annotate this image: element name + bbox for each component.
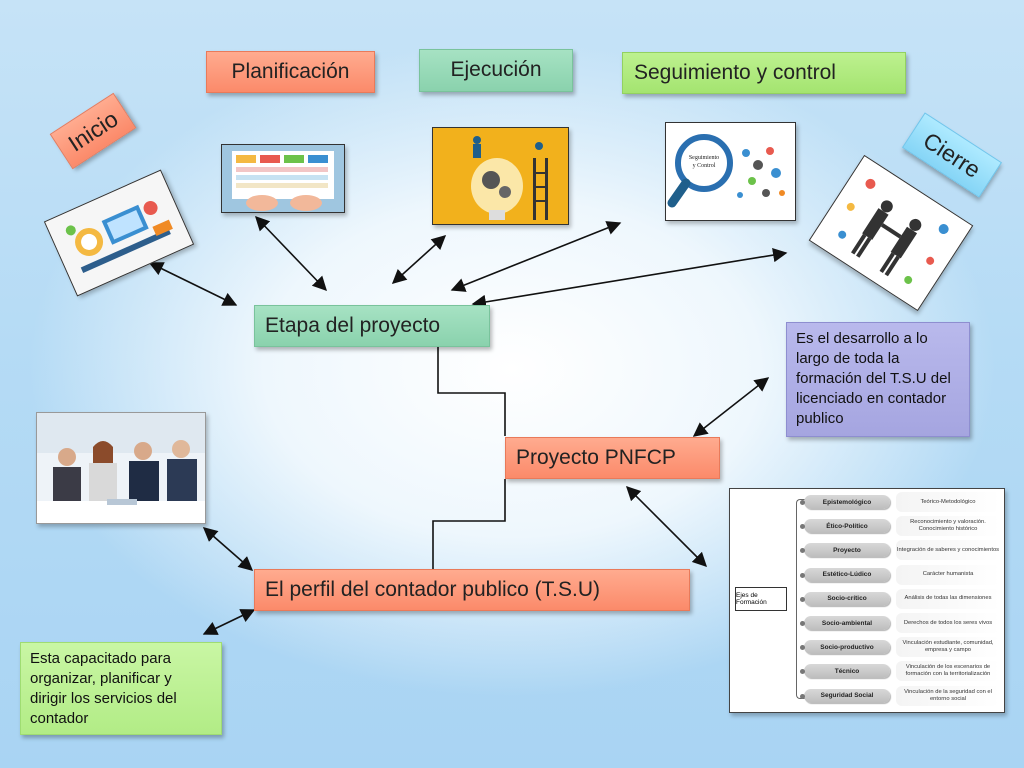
arrow-perfil-nota: [202, 609, 256, 635]
planificacion-label: Planificación: [206, 51, 375, 93]
ejecucion-label: Ejecución: [419, 49, 573, 92]
perfil-contador-node: El perfil del contador publico (T.S.U): [254, 569, 690, 611]
eje-label: Socio-ambiental: [804, 616, 890, 630]
svg-text:y Control: y Control: [693, 163, 716, 169]
arrow-foto-perfil: [202, 527, 254, 571]
eje-label: Proyecto: [804, 543, 890, 558]
connector-proyecto-perfil: [432, 479, 506, 569]
eje-connector-dot: [800, 693, 805, 699]
ejes-formacion-diagram: Ejes de Formación Epistemológico Teórico-…: [729, 488, 1005, 713]
eje-description: Carácter humanista: [896, 564, 1000, 585]
arrow-planificacion-etapa: [255, 215, 327, 292]
eje-description: Análisis de todas las dimensiones: [896, 588, 1000, 609]
eje-label: Ético-Político: [804, 519, 890, 534]
inicio-image: [43, 169, 195, 297]
ejes-root-box: Ejes de Formación: [735, 587, 787, 611]
seguimiento-label: Seguimiento y control: [622, 52, 906, 94]
arrow-seguimiento-etapa: [450, 221, 622, 292]
planificacion-image: [221, 144, 345, 213]
arrow-inicio-etapa: [148, 262, 238, 306]
eje-description: Teórico-Metodológico: [896, 492, 1000, 512]
eje-description: Vinculación de la seguridad con el entor…: [896, 685, 1000, 706]
eje-connector-dot: [800, 572, 805, 578]
svg-text:Seguimiento: Seguimiento: [689, 155, 719, 161]
eje-connector-dot: [800, 524, 805, 530]
arrow-cierre-etapa: [471, 247, 788, 310]
eje-label: Técnico: [804, 664, 890, 679]
capacitado-note: Esta capacitado para organizar, planific…: [20, 642, 222, 735]
connector-etapa-proyecto: [437, 347, 506, 436]
eje-description: Reconocimiento y valoración. Conocimient…: [896, 516, 1000, 537]
eje-connector-dot: [800, 596, 805, 602]
arrow-proyecto-ejes: [625, 485, 708, 568]
eje-label: Socio-productivo: [804, 640, 890, 655]
eje-connector-dot: [800, 669, 805, 675]
eje-connector-dot: [800, 621, 805, 626]
eje-description: Vinculación estudiante, comunidad, empre…: [896, 637, 1000, 658]
etapa-del-proyecto-node: Etapa del proyecto: [254, 305, 490, 347]
eje-connector-dot: [800, 548, 805, 554]
eje-label: Seguridad Social: [804, 688, 890, 703]
eje-description: Derechos de todos los seres vivos: [896, 613, 1000, 633]
eje-description: Vinculación de los escenarios de formaci…: [896, 661, 1000, 682]
arrow-ejecucion-etapa: [391, 235, 447, 284]
eje-connector-dot: [800, 500, 805, 505]
meeting-photo: [36, 412, 206, 524]
eje-description: Integración de saberes y conocimientos: [896, 540, 1000, 561]
eje-label: Socio-crítico: [804, 591, 890, 606]
eje-label: Epistemológico: [804, 495, 890, 509]
cierre-image: [808, 154, 974, 312]
eje-label: Estético-Lúdico: [804, 567, 890, 582]
desarrollo-note: Es el desarrollo a lo largo de toda la f…: [786, 322, 970, 437]
ejecucion-image: [432, 127, 569, 225]
proyecto-pnfcp-node: Proyecto PNFCP: [505, 437, 720, 479]
arrow-nota-proyecto: [692, 377, 770, 437]
eje-connector-dot: [800, 645, 805, 651]
seguimiento-image: Seguimiento y Control: [665, 122, 796, 221]
